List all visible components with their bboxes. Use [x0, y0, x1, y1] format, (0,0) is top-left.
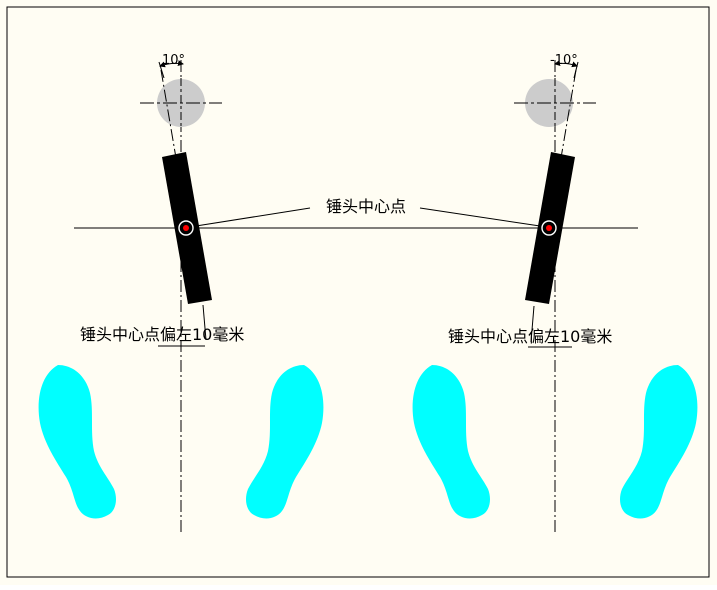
center-leader-left: [195, 207, 311, 227]
frame-border: [6, 6, 710, 578]
right-offset-label: 锤头中心点偏左10毫米: [448, 327, 612, 346]
right-center-dot: [546, 225, 552, 231]
left-center-ring: [178, 220, 194, 236]
right-angle-label: -10°: [550, 53, 578, 68]
hammer-center-label: 锤头中心点: [326, 197, 406, 216]
left-center-dot: [183, 225, 189, 231]
center-label-bg: [324, 194, 416, 216]
right-hammer: -10° 锤头中心点偏左10毫米: [448, 53, 612, 348]
center-leader-right: [419, 207, 541, 227]
left-angle-label: 10°: [162, 53, 185, 68]
left-offset-label: 锤头中心点偏左10毫米: [80, 325, 244, 344]
right-center-ring: [541, 220, 557, 236]
left-offset-extension: [202, 304, 207, 341]
right-offset-extension: [530, 305, 535, 343]
left-angle-arc: [159, 60, 184, 68]
right-angle-arc: [554, 60, 578, 68]
left-hammer: 10° 锤头中心点偏左10毫米: [80, 53, 244, 347]
